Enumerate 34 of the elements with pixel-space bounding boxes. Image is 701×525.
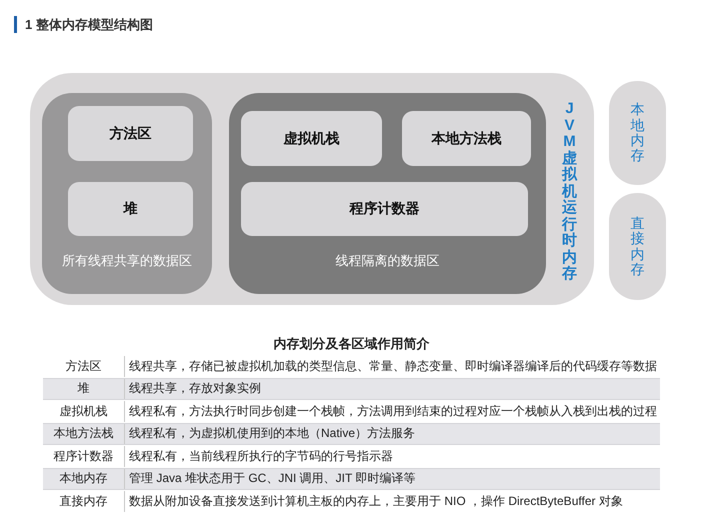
shared-area-panel — [42, 93, 212, 294]
region-label: 虚拟机栈 — [284, 130, 340, 148]
memory-region-box — [241, 111, 382, 166]
memory-region-box — [68, 182, 193, 236]
region-label: 堆 — [124, 200, 138, 218]
region-label: 方法区 — [110, 124, 152, 142]
runtime-memory-panel — [30, 73, 594, 305]
area-label: 所有线程共享的数据区 — [62, 253, 192, 269]
region-description: 线程私有，方法执行时同步创建一个栈帧，方法调用到结束的过程对应一个栈帧从入栈到出栈的过程 — [129, 402, 657, 420]
isolated-area-panel — [229, 93, 546, 294]
region-description: 管理 Java 堆状态用于 GC、JNI 调用、JIT 即时编译等 — [129, 470, 416, 488]
region-description: 线程共享，存储已被虚拟机加载的类型信息、常量、静态变量、即时编译器编译后的代码缓存等数据 — [129, 358, 657, 375]
section-heading: 1 整体内存模型结构图 — [14, 16, 153, 33]
region-name: 本地方法栈 — [54, 425, 114, 442]
region-name: 本地内存 — [60, 470, 108, 488]
table-title: 内存划分及各区域作用简介 — [274, 335, 430, 353]
memory-region-box — [241, 182, 528, 236]
region-name: 直接内存 — [60, 492, 108, 510]
region-description: 数据从附加设备直接发送到计算机主板的内存上，主要用于 NIO ，操作 DirectByteBuffer 对象 — [129, 492, 623, 510]
vertical-title: JVM 虚拟机运行时内存 — [562, 101, 577, 282]
area-label: 线程隔离的数据区 — [336, 253, 440, 269]
region-name: 程序计数器 — [54, 448, 114, 465]
region-name: 虚拟机栈 — [60, 402, 108, 420]
region-description: 线程私有，为虚拟机使用到的本地（Native）方法服务 — [129, 425, 416, 442]
region-name: 堆 — [78, 380, 90, 398]
vertical-label: 直接内存 — [630, 216, 644, 278]
region-description: 线程共享，存放对象实例 — [129, 380, 261, 398]
memory-region-box — [402, 111, 531, 166]
region-description: 线程私有，当前线程所执行的字节码的行号指示器 — [129, 448, 393, 465]
vertical-label: 本地内存 — [630, 102, 644, 164]
region-label: 程序计数器 — [350, 200, 420, 218]
region-label: 本地方法栈 — [432, 130, 502, 148]
memory-region-box — [68, 106, 193, 161]
region-name: 方法区 — [66, 358, 102, 375]
